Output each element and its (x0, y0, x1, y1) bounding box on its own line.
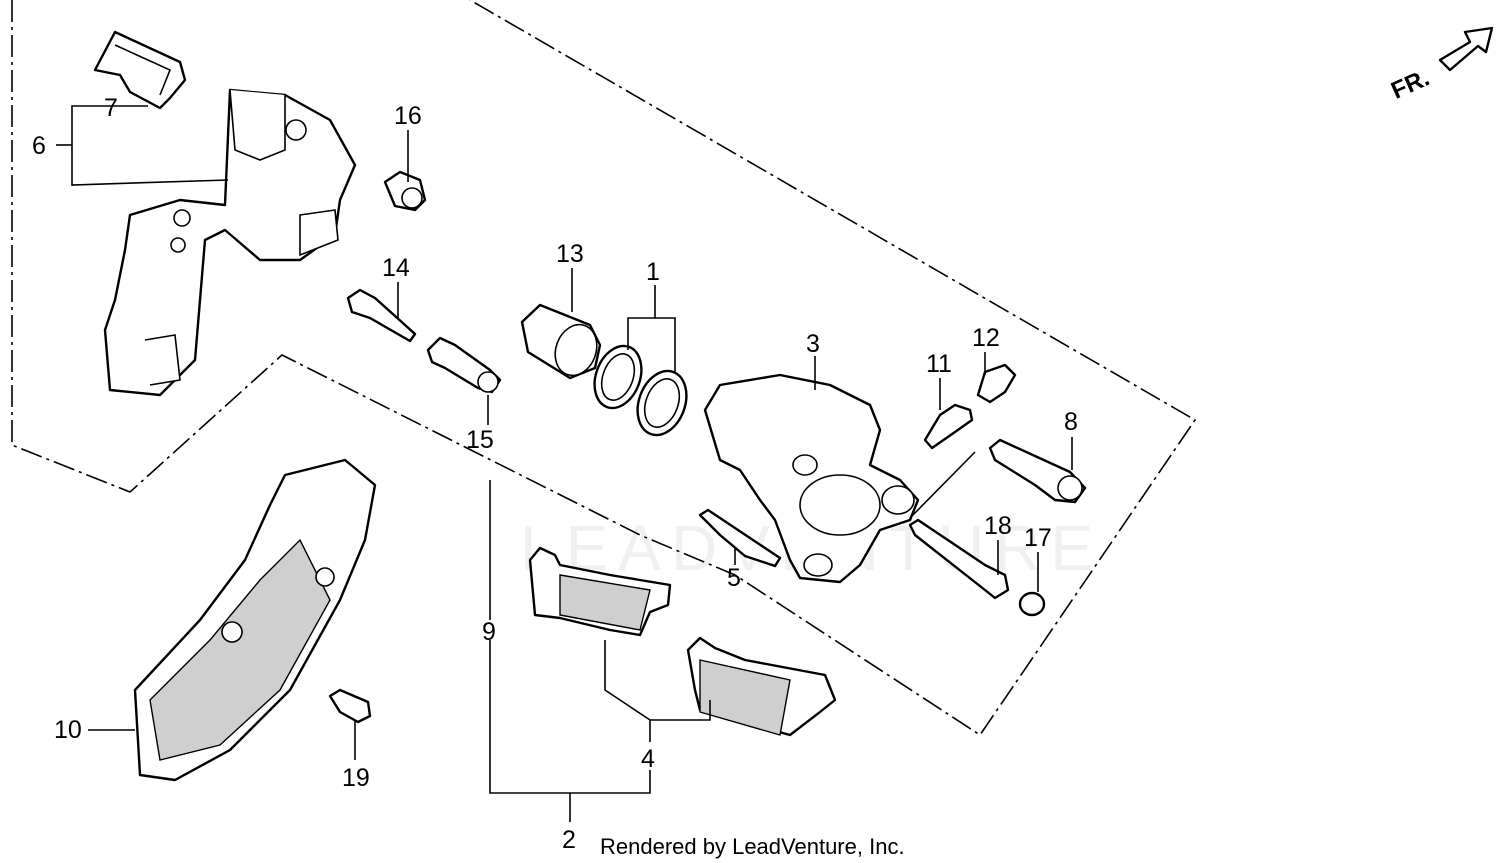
leader-lines (56, 105, 1073, 822)
callout-2: 2 (562, 826, 576, 854)
brake-pad-front (528, 546, 672, 637)
bleeder-screw (923, 403, 974, 450)
callout-15: 15 (466, 426, 494, 454)
callout-7: 7 (104, 94, 118, 122)
callout-14: 14 (382, 254, 410, 282)
brake-pad-rear (686, 636, 837, 737)
caliper-bracket (103, 88, 357, 397)
assembly-outline (11, 0, 1197, 737)
guard-bolt (328, 688, 372, 724)
pin-bolt-large (426, 336, 502, 394)
callout-12: 12 (972, 324, 1000, 352)
caliper-body (703, 373, 920, 584)
callout-17: 17 (1024, 524, 1052, 552)
pad-pin-plug (1018, 591, 1046, 617)
front-direction-arrow: FR. (1387, 26, 1494, 105)
callout-16: 16 (394, 102, 422, 130)
callout-8: 8 (1064, 408, 1078, 436)
callout-3: 3 (806, 330, 820, 358)
disc-guard (133, 458, 377, 782)
callout-13: 13 (556, 240, 584, 268)
callout-1: 1 (646, 258, 660, 286)
callout-5: 5 (727, 564, 741, 592)
pin-bolt-small (346, 288, 417, 343)
callout-10: 10 (54, 716, 82, 744)
pad-retainer (698, 508, 782, 568)
bleeder-cap (976, 363, 1017, 404)
callout-9: 9 (482, 618, 496, 646)
callout-4: 4 (641, 745, 655, 773)
bleed-cap (383, 170, 427, 212)
render-credit: Rendered by LeadVenture, Inc. (600, 834, 905, 859)
caliper-pin (988, 438, 1087, 504)
callout-19: 19 (342, 764, 370, 792)
piston (520, 303, 602, 380)
callout-6: 6 (32, 132, 46, 160)
callout-18: 18 (984, 512, 1012, 540)
pad-spring (93, 30, 187, 110)
pad-pin (908, 518, 1010, 600)
front-label: FR. (1387, 64, 1433, 104)
callout-11: 11 (926, 350, 952, 378)
piston-seals (593, 344, 688, 437)
